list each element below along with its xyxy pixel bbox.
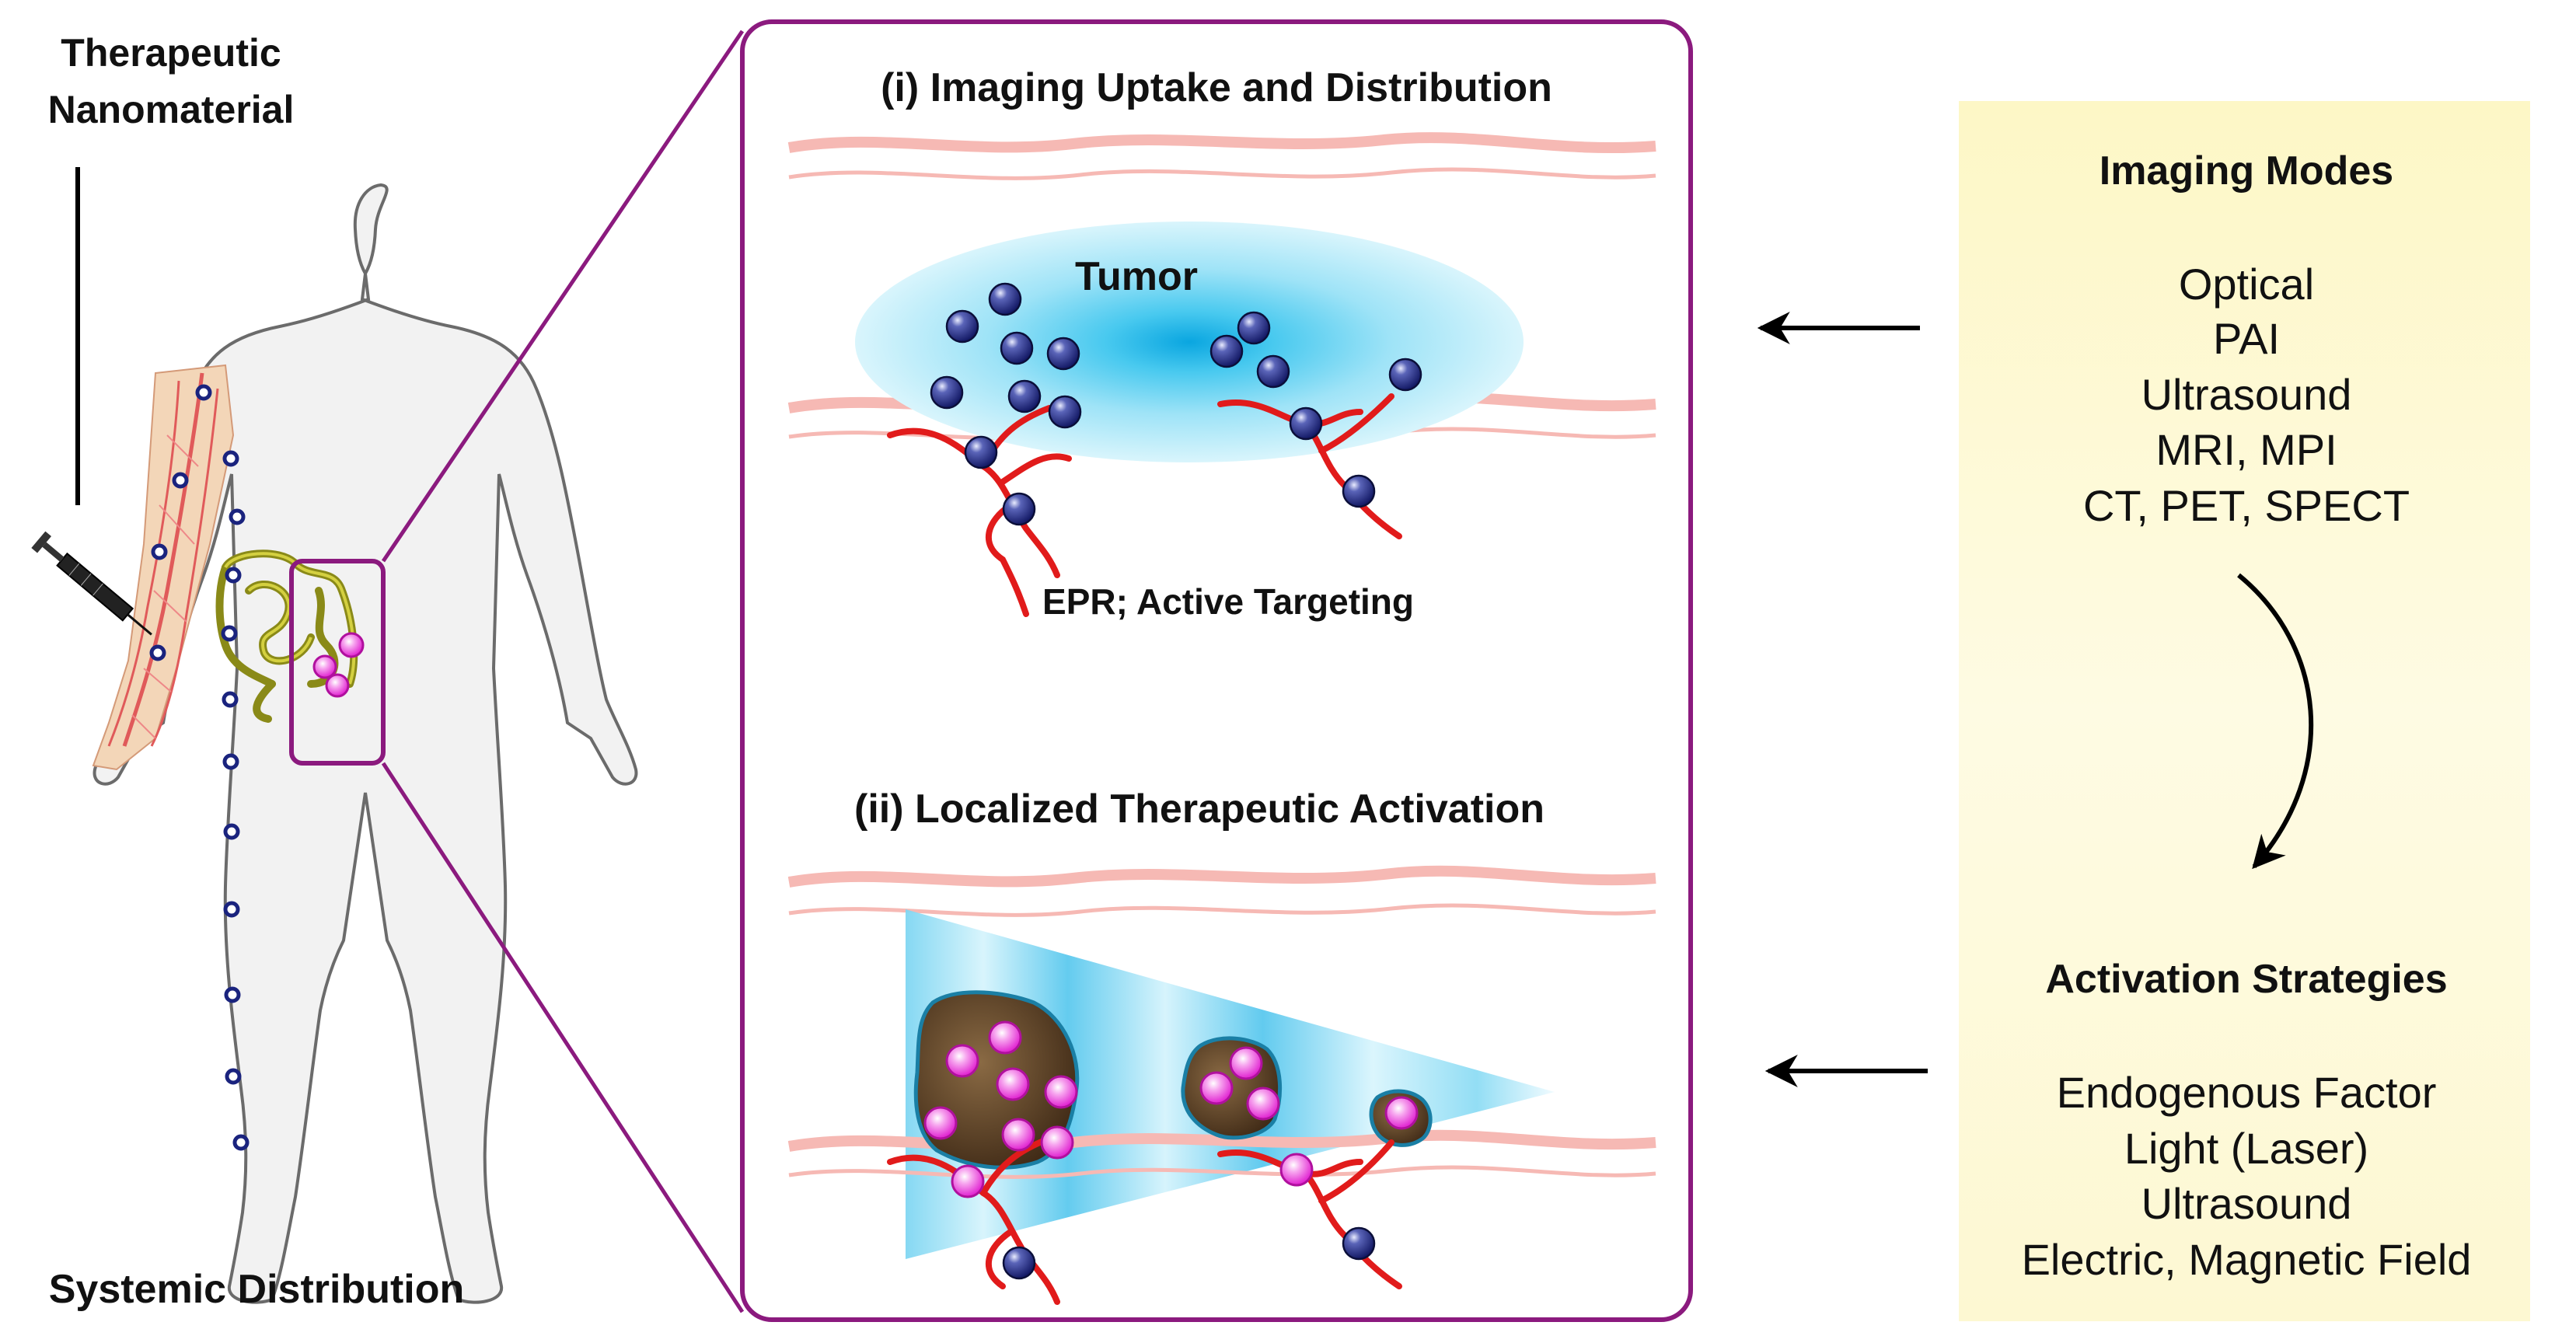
nanoparticle	[235, 1136, 247, 1149]
syringe-icon	[31, 531, 152, 636]
imaging-item: PAI	[2213, 314, 2280, 363]
nanoparticle	[945, 309, 979, 344]
nanoparticle	[1256, 354, 1290, 389]
flow-curved-arrow	[2237, 573, 2314, 870]
nanoparticle	[153, 546, 166, 558]
activated-particle	[923, 1106, 958, 1140]
modes-box	[1959, 101, 2530, 1321]
activated-particle	[996, 1067, 1030, 1101]
activation-title: Activation Strategies	[2045, 957, 2447, 1002]
nanoparticle	[1342, 474, 1376, 508]
nanoparticle	[225, 903, 238, 916]
imaging-item: CT, PET, SPECT	[2083, 481, 2410, 530]
imaging-title: Imaging Modes	[2100, 148, 2393, 194]
nanoparticle	[1002, 1246, 1036, 1280]
activated-particle	[945, 1044, 979, 1078]
section1-title: (i) Imaging Uptake and Distribution	[881, 65, 1552, 110]
activated-particle	[1001, 1118, 1035, 1152]
activated-particle	[1044, 1075, 1078, 1109]
activated-particle	[1384, 1096, 1419, 1130]
nanoparticle	[1048, 395, 1082, 429]
activated-particle	[988, 1020, 1022, 1055]
nanoparticle	[988, 282, 1022, 316]
nanoparticle	[226, 989, 239, 1001]
nanoparticle	[1000, 331, 1034, 365]
tumor-label: Tumor	[1075, 254, 1198, 299]
tissue-layer-bottom	[787, 1129, 1656, 1179]
nanoparticle	[1289, 406, 1323, 441]
section2-title: (ii) Localized Therapeutic Activation	[854, 787, 1545, 832]
activated-particle	[1040, 1125, 1074, 1160]
nanoparticle	[197, 386, 210, 399]
nanoparticle	[1209, 334, 1244, 368]
activation-item: Electric, Magnetic Field	[2022, 1235, 2472, 1284]
nanoparticle	[224, 693, 236, 706]
activation-item: Endogenous Factor	[2057, 1068, 2437, 1117]
left-title-line1: Therapeutic	[61, 31, 281, 75]
imaging-item: Optical	[2179, 260, 2314, 309]
nanoparticle	[964, 435, 998, 469]
activated-particle	[1229, 1046, 1263, 1080]
left-title-line2: Nanomaterial	[48, 88, 295, 131]
nanoparticle	[1007, 379, 1042, 413]
nanoparticle	[1342, 1226, 1376, 1261]
activated-particle	[1199, 1071, 1234, 1105]
activated-particle	[1279, 1153, 1314, 1187]
nanoparticle	[1237, 311, 1271, 345]
arm-vasculature	[92, 364, 235, 771]
human-body	[92, 183, 638, 1304]
activation-list: Endogenous Factor Light (Laser) Ultrasou…	[2022, 1068, 2472, 1284]
nanoparticle	[1002, 492, 1036, 526]
nanoparticle	[227, 1070, 239, 1083]
left-footer-label: Systemic Distribution	[49, 1267, 465, 1312]
nanoparticle	[1388, 358, 1422, 392]
nanoparticle	[223, 627, 236, 640]
nanoparticle	[174, 474, 187, 487]
zoom-connector-bottom	[381, 762, 745, 1313]
activated-particle	[1246, 1087, 1280, 1121]
imaging-list: Optical PAI Ultrasound MRI, MPI CT, PET,…	[2083, 260, 2410, 530]
nanoparticle	[225, 825, 238, 838]
imaging-item: Ultrasound	[2141, 370, 2352, 419]
nanoparticle	[227, 569, 239, 581]
imaging-item: MRI, MPI	[2155, 425, 2337, 474]
nanoparticle	[1046, 337, 1080, 371]
activated-particles-small	[312, 632, 365, 698]
targeting-label: EPR; Active Targeting	[1042, 581, 1414, 622]
zoom-connector-top	[381, 30, 745, 563]
nanoparticle	[231, 511, 243, 523]
nanoparticle	[930, 375, 964, 410]
nanoparticle	[152, 647, 164, 659]
activation-item: Ultrasound	[2141, 1179, 2352, 1228]
tissue-layer-top	[787, 132, 1656, 180]
tissue-layer-lower	[787, 865, 1656, 917]
activated-particle	[951, 1164, 985, 1198]
activation-item: Light (Laser)	[2124, 1124, 2368, 1173]
nanoparticle	[225, 452, 237, 465]
nanoparticle	[225, 755, 237, 768]
zoom-region	[289, 559, 386, 766]
